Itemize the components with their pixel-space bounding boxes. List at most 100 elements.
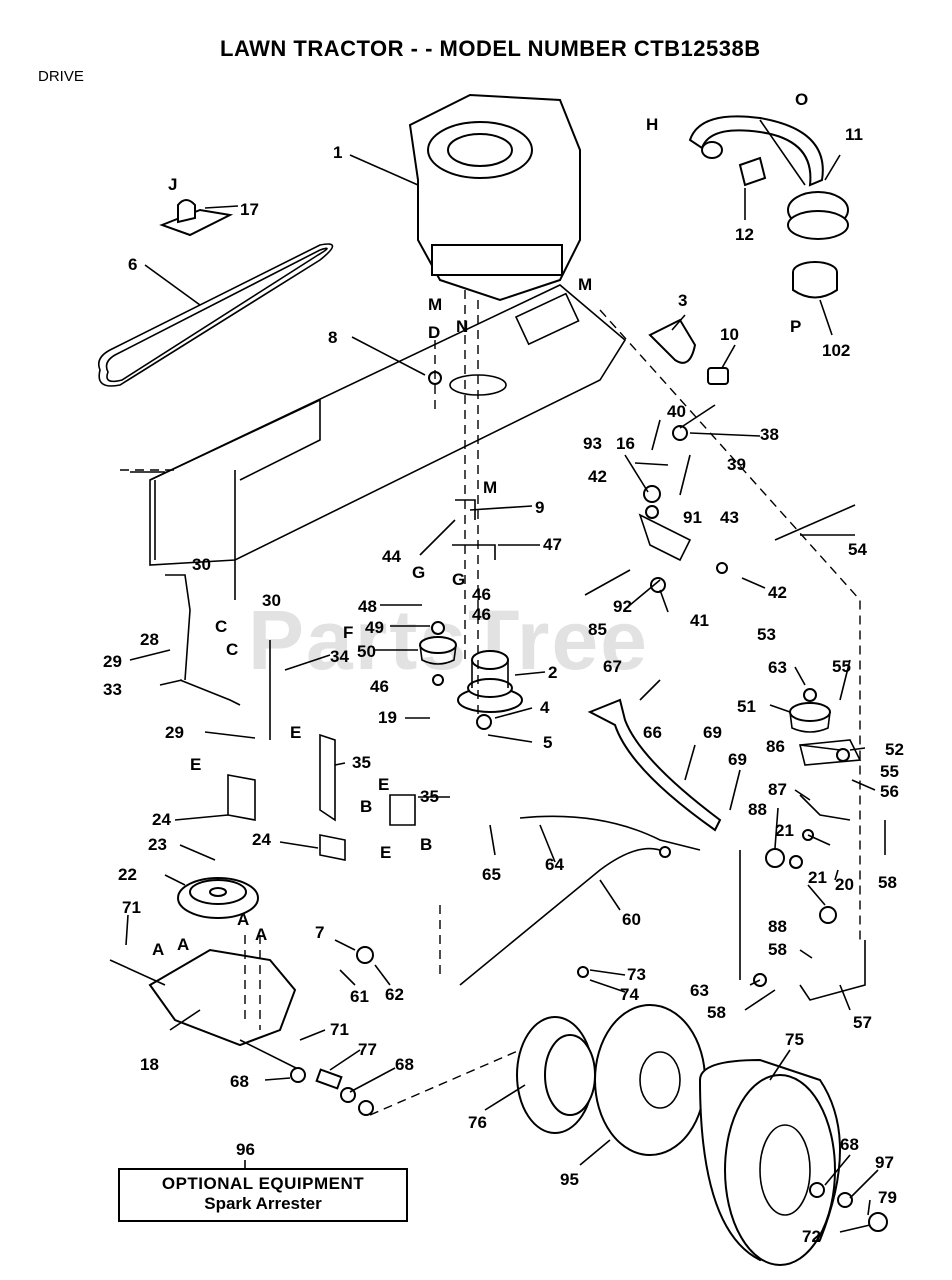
callout-71-a: 71 (122, 898, 141, 917)
callout-17: 17 (240, 200, 259, 219)
callout-63-a: 63 (768, 658, 787, 677)
callout-68-c: 68 (840, 1135, 859, 1154)
callout-55-b: 55 (880, 762, 899, 781)
callout-3: 3 (678, 291, 687, 310)
callout-16: 16 (616, 434, 635, 453)
section-label: DRIVE (38, 68, 84, 85)
part-transaxle[interactable] (109, 948, 301, 1071)
ref-n: N (456, 317, 468, 336)
callout-58-b: 58 (768, 940, 787, 959)
callout-77: 77 (358, 1040, 377, 1059)
callout-86: 86 (766, 737, 785, 756)
callout-35-a: 35 (352, 753, 371, 772)
callout-62: 62 (385, 985, 404, 1004)
part-wheel-95[interactable] (594, 1004, 706, 1156)
ref-d: D (428, 323, 440, 342)
optional-equipment-heading: OPTIONAL EQUIPMENT (161, 1174, 365, 1193)
part-frame (149, 284, 627, 600)
reference-letter-labels: A A A A B B C C D E E E E F G G H J M M … (152, 90, 808, 959)
part-wheel-76[interactable] (516, 1016, 596, 1134)
part-tube-3[interactable] (648, 318, 729, 385)
callout-65: 65 (482, 865, 501, 884)
callout-58-c: 58 (707, 1003, 726, 1022)
part-pulley-50[interactable] (419, 636, 457, 665)
callout-41: 41 (690, 611, 709, 630)
callout-74: 74 (620, 985, 639, 1004)
diagram-title: LAWN TRACTOR - - MODEL NUMBER CTB12538B (220, 36, 761, 61)
callout-43: 43 (720, 508, 739, 527)
ref-e-3: E (378, 775, 389, 794)
part-102[interactable] (792, 261, 838, 299)
callout-55-a: 55 (832, 657, 851, 676)
part-cables[interactable] (459, 504, 866, 1001)
callout-68-a: 68 (230, 1072, 249, 1091)
callout-46-a: 46 (472, 585, 491, 604)
callout-56: 56 (880, 782, 899, 801)
part-pulley-2[interactable] (457, 650, 523, 713)
callout-68-b: 68 (395, 1055, 414, 1074)
callout-97: 97 (875, 1153, 894, 1172)
callout-6: 6 (128, 255, 137, 274)
callout-96: 96 (236, 1140, 255, 1159)
part-pulley-51[interactable] (789, 702, 831, 733)
callout-46-c: 46 (370, 677, 389, 696)
callout-23: 23 (148, 835, 167, 854)
callout-79: 79 (878, 1188, 897, 1207)
callout-58-a: 58 (878, 873, 897, 892)
part-pulley-22[interactable] (177, 877, 259, 919)
callout-30-b: 30 (262, 591, 281, 610)
ref-p: P (790, 317, 801, 336)
callout-60: 60 (622, 910, 641, 929)
callout-48: 48 (358, 597, 377, 616)
ref-m-1: M (428, 295, 442, 314)
part-muffler[interactable] (688, 115, 849, 240)
ref-e-4: E (380, 843, 391, 862)
callout-87: 87 (768, 780, 787, 799)
part-engine[interactable] (408, 93, 581, 302)
callout-10: 10 (720, 325, 739, 344)
callout-33: 33 (103, 680, 122, 699)
callout-35-b: 35 (420, 787, 439, 806)
callout-labels: 1 2 3 4 5 6 7 8 9 10 11 12 16 17 18 19 2… (103, 125, 904, 1246)
callout-29-a: 29 (103, 652, 122, 671)
ref-a-2: A (177, 935, 189, 954)
callout-66: 66 (643, 723, 662, 742)
ref-a-4: A (255, 925, 267, 944)
callout-46-b: 46 (472, 605, 491, 624)
ref-f: F (343, 623, 353, 642)
leader-lines (125, 154, 886, 1233)
callout-53: 53 (757, 625, 776, 644)
callout-8: 8 (328, 328, 337, 347)
ref-g-2: G (452, 570, 465, 589)
callout-12: 12 (735, 225, 754, 244)
part-bracket-17[interactable] (159, 199, 234, 237)
callout-49: 49 (365, 618, 384, 637)
callout-52: 52 (885, 740, 904, 759)
ref-m-2: M (578, 275, 592, 294)
callout-51: 51 (737, 697, 756, 716)
ref-a-1: A (152, 940, 164, 959)
callout-95: 95 (560, 1170, 579, 1189)
ref-c-2: C (226, 640, 238, 659)
callout-92: 92 (613, 597, 632, 616)
callout-24-b: 24 (252, 830, 271, 849)
callout-30-a: 30 (192, 555, 211, 574)
part-linkage[interactable] (165, 499, 862, 861)
callout-88-a: 88 (748, 800, 767, 819)
callout-20: 20 (835, 875, 854, 894)
callout-88-b: 88 (768, 917, 787, 936)
callout-28: 28 (140, 630, 159, 649)
ref-b-1: B (360, 797, 372, 816)
part-shift-rod[interactable] (587, 698, 722, 832)
part-tire-75[interactable] (698, 1058, 841, 1266)
callout-72: 72 (802, 1227, 821, 1246)
part-belt[interactable] (97, 243, 334, 387)
callout-54: 54 (848, 540, 867, 559)
callout-39: 39 (727, 455, 746, 474)
callout-57: 57 (853, 1013, 872, 1032)
callout-61: 61 (350, 987, 369, 1006)
callout-85: 85 (588, 620, 607, 639)
callout-18: 18 (140, 1055, 159, 1074)
callout-91: 91 (683, 508, 702, 527)
callout-42-b: 42 (768, 583, 787, 602)
